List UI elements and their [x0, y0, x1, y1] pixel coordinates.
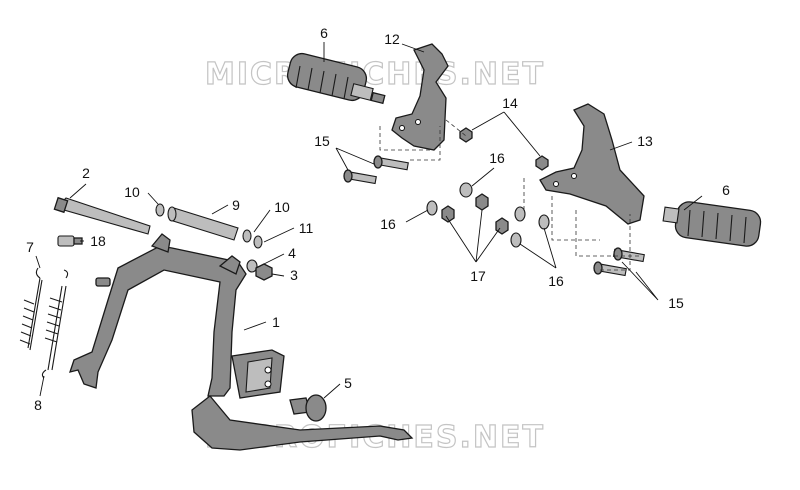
part-spacer-tube: [167, 206, 239, 241]
part-spring-8: [41, 269, 69, 379]
watermark-top: MICROFICHES.NET: [205, 57, 545, 92]
callout-16-top: 16: [489, 150, 505, 166]
callout-9: 9: [232, 197, 240, 213]
callout-16-left: 16: [380, 216, 396, 232]
callout-4: 4: [288, 245, 296, 261]
callout-15-left: 15: [314, 133, 330, 149]
part-washers-nuts: [426, 127, 550, 248]
part-pin-18: [57, 235, 83, 247]
callout-11: 11: [299, 220, 314, 236]
callout-6-right: 6: [722, 182, 730, 198]
callout-2: 2: [82, 165, 90, 181]
callout-10-right: 10: [274, 199, 290, 215]
part-screws-15: [343, 155, 645, 277]
callout-7: 7: [26, 239, 34, 255]
part-footpeg-left: [286, 52, 386, 105]
callout-15-right: 15: [668, 295, 684, 311]
callout-6-left: 6: [320, 25, 328, 41]
callout-3: 3: [290, 267, 298, 283]
leader-lines: [35, 42, 703, 399]
part-bracket-13: [539, 103, 645, 225]
callout-labels: 6 12 14 13 15 16 16 17 16 15 6 2 10 9 10…: [26, 25, 730, 413]
part-bracket-12: [391, 43, 449, 151]
part-spring-7: [19, 267, 43, 351]
callout-1: 1: [272, 314, 280, 330]
callout-18: 18: [90, 233, 106, 249]
callout-5: 5: [344, 375, 352, 391]
callout-14: 14: [502, 95, 518, 111]
part-rubber-stop: [289, 394, 327, 422]
callout-17: 17: [470, 268, 486, 284]
callout-13: 13: [637, 133, 653, 149]
callout-12: 12: [384, 31, 400, 47]
part-center-stand: [69, 233, 414, 451]
part-footpeg-right: [662, 201, 762, 247]
callout-8: 8: [34, 397, 42, 413]
callout-16-right: 16: [548, 273, 564, 289]
part-long-bolt: [53, 196, 151, 235]
callout-10-left: 10: [124, 184, 140, 200]
